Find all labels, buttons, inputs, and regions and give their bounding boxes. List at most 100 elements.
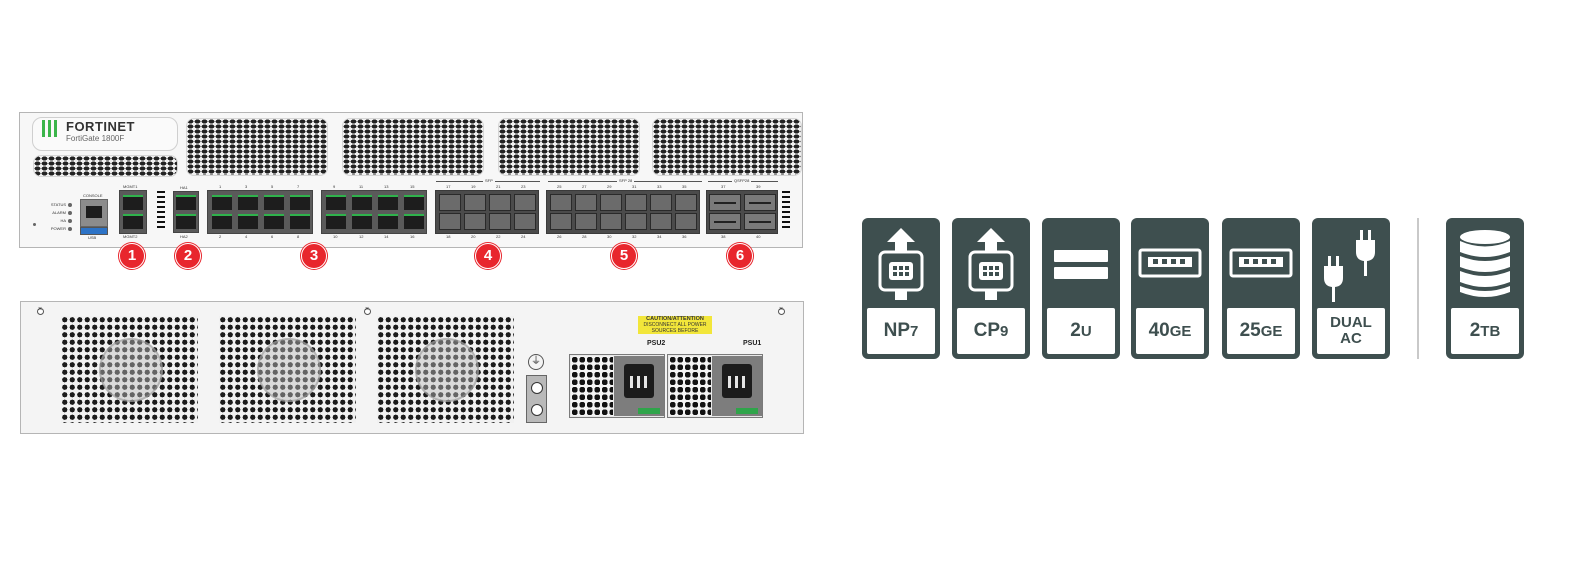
status-led	[68, 203, 72, 207]
qsfp28-port[interactable]	[709, 194, 741, 211]
port-number: 26	[557, 234, 562, 239]
feature-tile-np7: NP7	[862, 218, 940, 359]
port-number: 36	[682, 234, 687, 239]
port-number: 39	[756, 184, 761, 189]
back-panel: ⏚ CAUTION/ATTENTION DISCONNECT ALL POWER…	[20, 301, 804, 434]
psu-status-led	[638, 408, 660, 414]
sfp28-port[interactable]	[625, 213, 647, 230]
port-number: 14	[384, 234, 389, 239]
usb-port[interactable]	[80, 227, 108, 235]
feature-label: 2U	[1047, 308, 1115, 354]
callout-badge: 4	[475, 243, 501, 269]
rj45-port[interactable]	[326, 214, 346, 229]
sfp28-port[interactable]	[650, 194, 672, 211]
mgmt2-port[interactable]	[123, 214, 143, 229]
screw-icon	[37, 306, 44, 315]
fan-hub	[99, 338, 163, 402]
feature-label: 2TB	[1451, 308, 1519, 354]
sfp-port[interactable]	[514, 213, 536, 230]
psu1-module[interactable]	[667, 354, 763, 418]
port-number: 4	[245, 234, 248, 239]
rj45-port[interactable]	[264, 195, 284, 210]
rj45-port[interactable]	[326, 195, 346, 210]
rj45-port-block	[207, 190, 313, 234]
feature-label: NP7	[867, 308, 935, 354]
psu2-module[interactable]	[569, 354, 665, 418]
sfp-port[interactable]	[439, 213, 461, 230]
screw-icon	[364, 306, 371, 315]
sfp28-port[interactable]	[575, 194, 597, 211]
rj45-port[interactable]	[378, 214, 398, 229]
feature-label: 40GE	[1136, 308, 1204, 354]
sfp28-port[interactable]	[600, 213, 622, 230]
feature-label-suffix: U	[1080, 322, 1092, 340]
ethernet-25ge-icon	[1229, 248, 1293, 278]
rj45-port[interactable]	[238, 214, 258, 229]
port-number: 13	[384, 184, 389, 189]
feature-label-suffix: AC	[1340, 330, 1362, 347]
vent-slots	[782, 191, 790, 229]
rj45-port[interactable]	[264, 214, 284, 229]
sfp28-port[interactable]	[650, 213, 672, 230]
feature-tile-40ge: 40GE	[1131, 218, 1209, 359]
rack-units-icon	[1054, 250, 1108, 279]
console-port[interactable]	[80, 199, 108, 227]
sfp-port[interactable]	[514, 194, 536, 211]
sfp28-port[interactable]	[675, 213, 697, 230]
rj45-port[interactable]	[212, 214, 232, 229]
sfp28-port[interactable]	[550, 194, 572, 211]
sfp-group-label: SFP	[483, 178, 495, 183]
rj45-port[interactable]	[212, 195, 232, 210]
rj45-port[interactable]	[378, 195, 398, 210]
sfp28-port[interactable]	[575, 213, 597, 230]
port-number: 29	[607, 184, 612, 189]
power-inlet-icon[interactable]	[722, 364, 752, 398]
mgmt1-port[interactable]	[123, 195, 143, 210]
fan-hub	[415, 338, 479, 402]
rj45-port[interactable]	[290, 195, 310, 210]
sfp28-port[interactable]	[600, 194, 622, 211]
port-number: 35	[682, 184, 687, 189]
ground-terminal[interactable]	[526, 375, 547, 423]
qsfp28-port[interactable]	[744, 194, 776, 211]
bolt-icon	[531, 382, 543, 394]
callout-badge: 1	[119, 243, 145, 269]
sfp-port-block	[435, 190, 539, 234]
sfp28-port[interactable]	[550, 213, 572, 230]
port-number: 6	[271, 234, 274, 239]
callout-badge: 5	[611, 243, 637, 269]
qsfp28-port[interactable]	[709, 213, 741, 230]
callout-badge: 6	[727, 243, 753, 269]
feature-tile-2tb: 2TB	[1446, 218, 1524, 359]
power-inlet-icon[interactable]	[624, 364, 654, 398]
reset-pinhole	[33, 223, 36, 226]
sfp28-port[interactable]	[675, 194, 697, 211]
port-number: 15	[410, 184, 415, 189]
ha1-port[interactable]	[176, 195, 196, 210]
port-number: 21	[496, 184, 501, 189]
sfp-port[interactable]	[489, 194, 511, 211]
rj45-port[interactable]	[290, 214, 310, 229]
qsfp28-port[interactable]	[744, 213, 776, 230]
rj45-port[interactable]	[404, 214, 424, 229]
ha2-port[interactable]	[176, 214, 196, 229]
feature-label-suffix: TB	[1480, 322, 1501, 340]
sfp28-port[interactable]	[625, 194, 647, 211]
rj45-port[interactable]	[238, 195, 258, 210]
sfp-port[interactable]	[439, 194, 461, 211]
rj45-port[interactable]	[404, 195, 424, 210]
alarm-led	[68, 211, 72, 215]
port-number: 34	[657, 234, 662, 239]
rj45-port[interactable]	[352, 214, 372, 229]
rj45-port[interactable]	[352, 195, 372, 210]
feature-tile-25ge: 25GE	[1222, 218, 1300, 359]
port-number: 1	[219, 184, 222, 189]
sfp-port[interactable]	[489, 213, 511, 230]
callout-badge: 2	[175, 243, 201, 269]
sfp-port[interactable]	[464, 213, 486, 230]
sfp-port[interactable]	[464, 194, 486, 211]
feature-label-main: 2	[1469, 319, 1481, 341]
port-number: 11	[359, 184, 364, 189]
